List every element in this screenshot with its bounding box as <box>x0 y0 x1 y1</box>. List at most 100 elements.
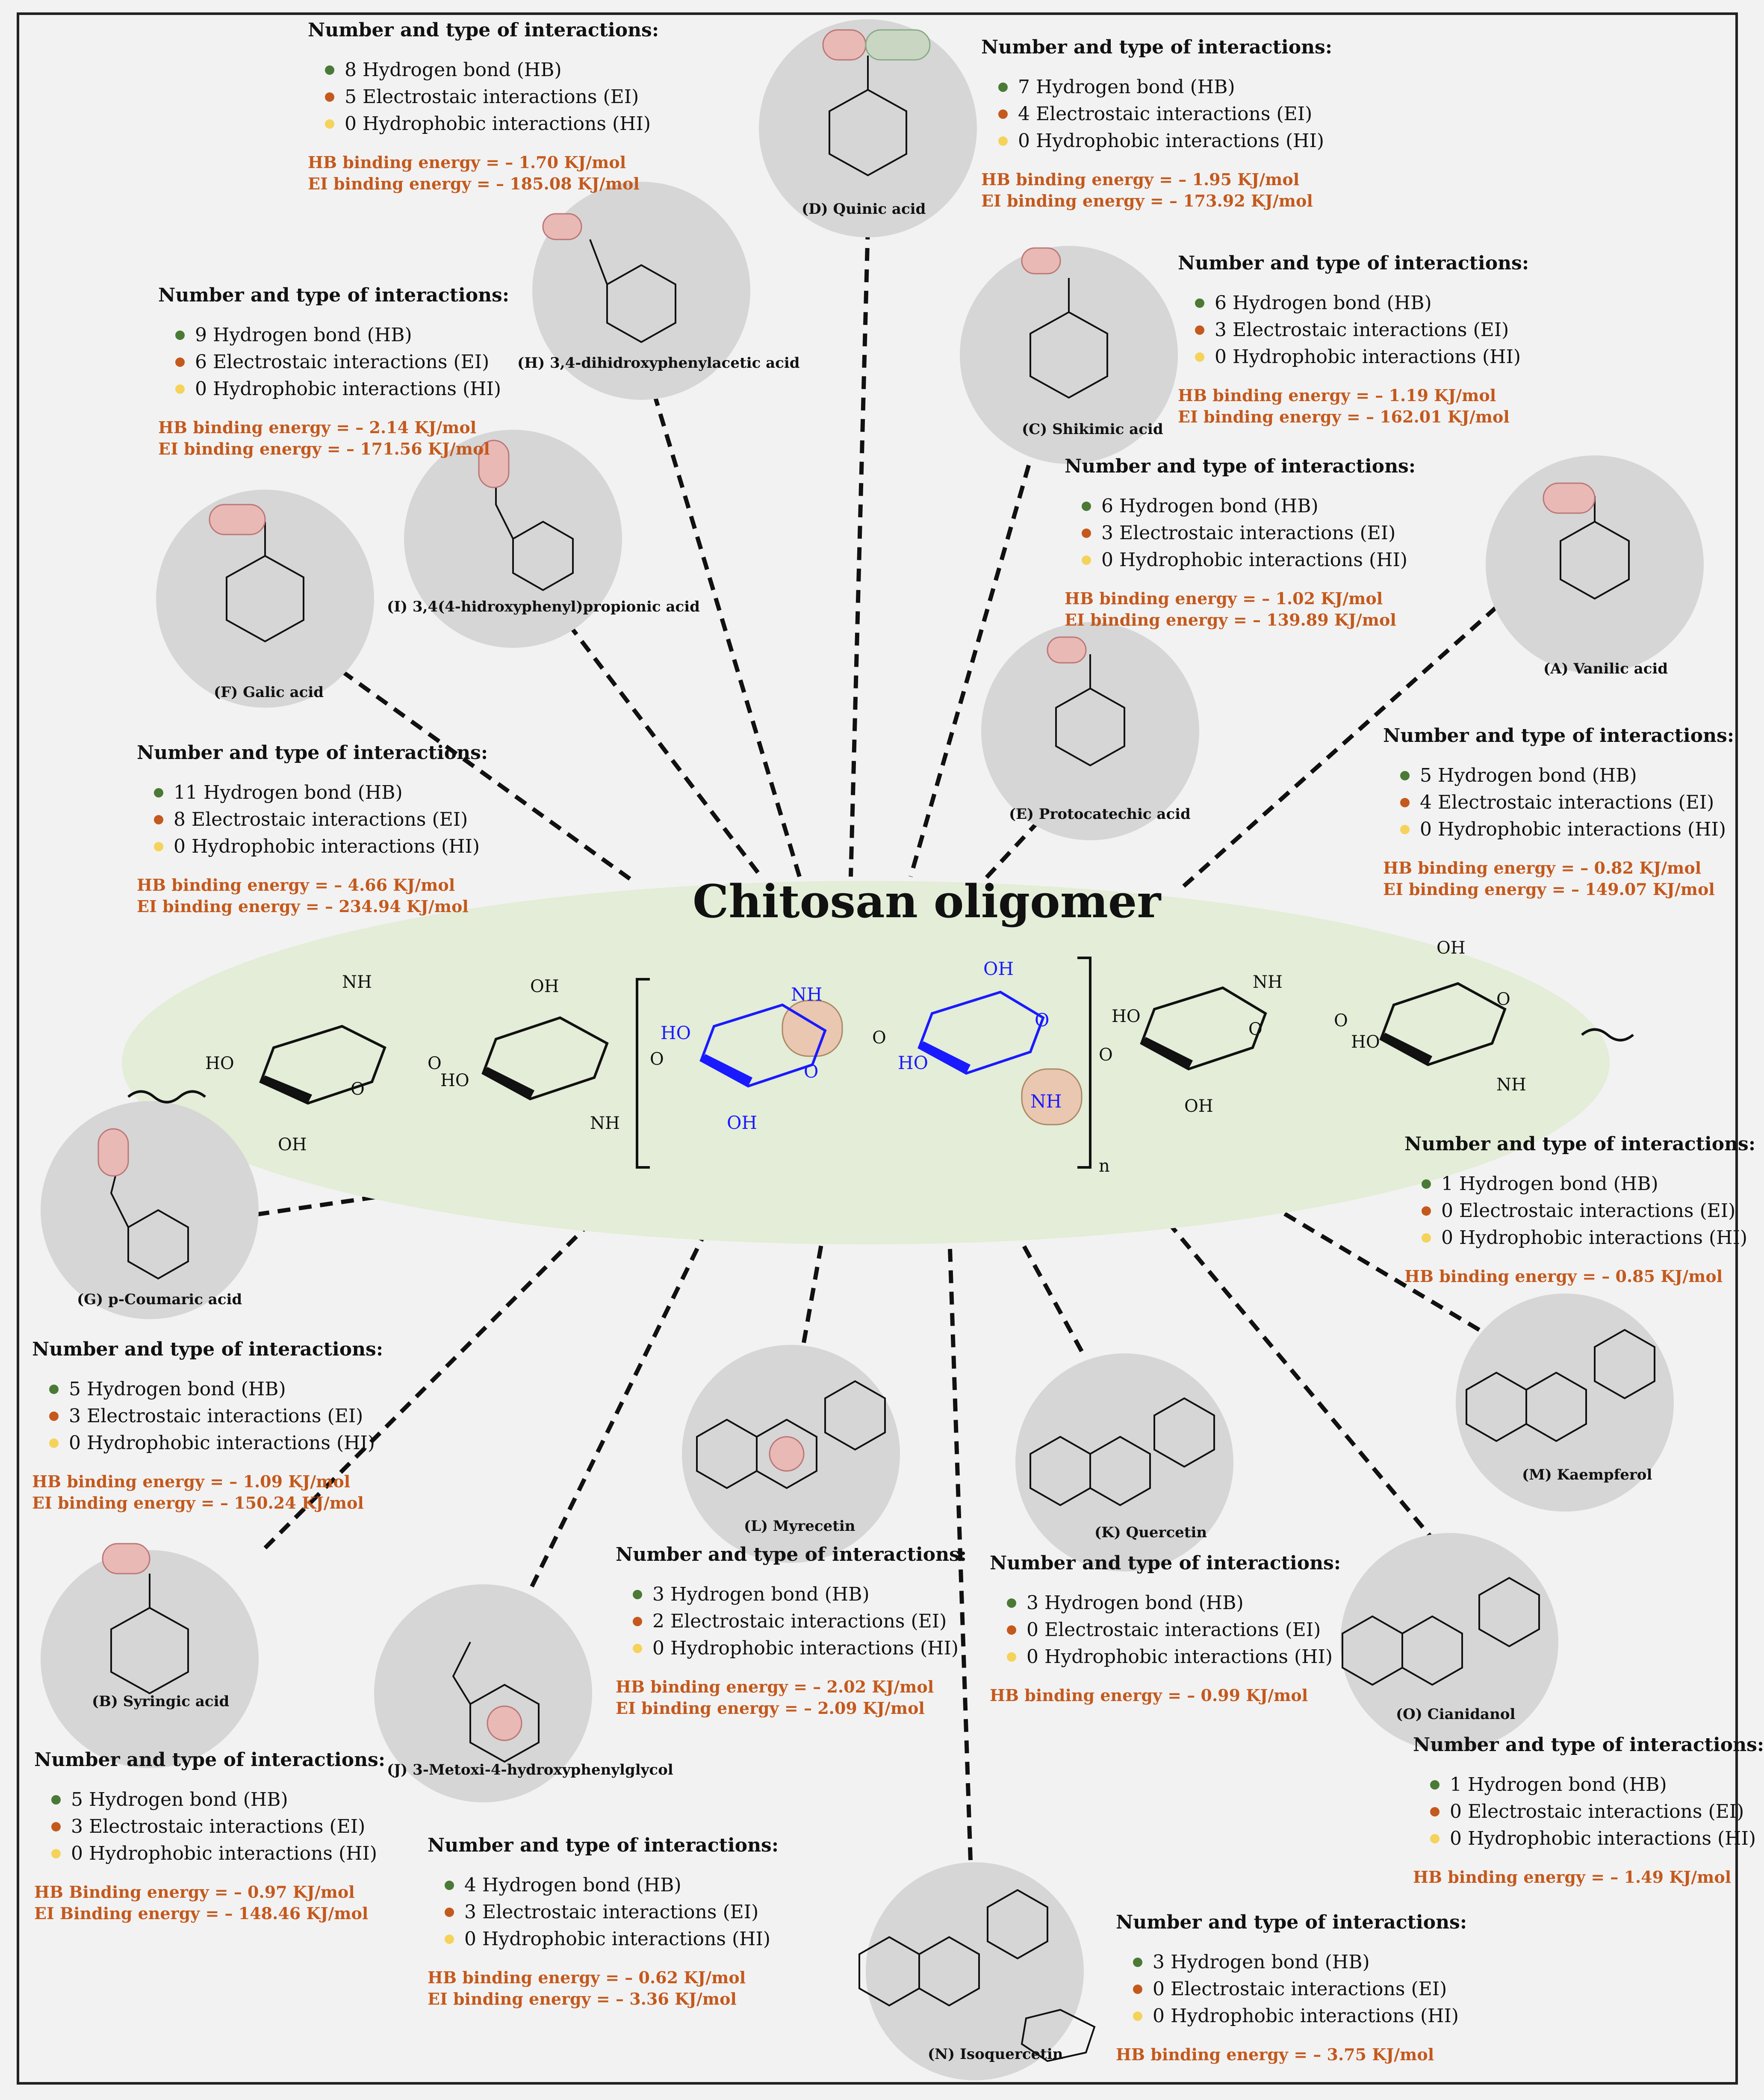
hb-energy: HB binding energy = – 2.14 KJ/mol <box>158 418 477 437</box>
chain-end-wave <box>1581 1028 1634 1042</box>
chitosan-atom-labels: HO NH O O OH OH HO O NH HO NH O OH O OH … <box>205 938 1526 1176</box>
hi-dot-icon <box>1082 555 1091 565</box>
ei-row: 0 Electrostaic interactions (EI) <box>1430 1801 1764 1822</box>
hb-count: 5 Hydrogen bond (HB) <box>69 1378 286 1400</box>
hb-row: 3 Hydrogen bond (HB) <box>1133 1951 1467 1973</box>
molecule-skeletons <box>110 56 1655 2062</box>
hi-count: 0 Hydrophobic interactions (HI) <box>1153 2005 1459 2027</box>
atom-label: HO <box>205 1054 234 1073</box>
ei-dot-icon <box>1133 1984 1142 1994</box>
connector-line <box>947 1223 973 1861</box>
label-G: (G) p-Coumaric acid <box>77 1291 242 1308</box>
ei-highlight <box>97 1128 129 1177</box>
connector-line <box>909 444 1037 877</box>
ei-count: 0 Electrostaic interactions (EI) <box>1153 1978 1447 2000</box>
atom-label: O <box>1496 989 1510 1009</box>
wedge-bond <box>701 1054 752 1086</box>
hb-count: 1 Hydrogen bond (HB) <box>1441 1173 1658 1195</box>
ei-count: 2 Electrostaic interactions (EI) <box>652 1610 947 1632</box>
ei-row: 0 Electrostaic interactions (EI) <box>1422 1200 1755 1222</box>
hb-row: 5 Hydrogen bond (HB) <box>51 1789 385 1811</box>
hi-row: 0 Hydrophobic interactions (HI) <box>325 113 659 135</box>
ei-energy: EI binding energy = – 2.09 KJ/mol <box>616 1698 925 1718</box>
ei-energy: EI binding energy = – 162.01 KJ/mol <box>1178 407 1510 426</box>
atom-label: HO <box>1351 1032 1380 1052</box>
hb-energy: HB binding energy = – 1.19 KJ/mol <box>1178 386 1496 405</box>
atom-label: OH <box>1437 938 1466 958</box>
circle-F <box>156 490 374 708</box>
hb-energy: HB Binding energy = – 0.97 KJ/mol <box>34 1882 355 1902</box>
ei-highlight <box>478 440 510 488</box>
panel-title: Number and type of interactions: <box>1065 455 1416 477</box>
ei-count: 3 Electrostaic interactions (EI) <box>1101 522 1396 544</box>
label-B: (B) Syringic acid <box>92 1693 229 1710</box>
ei-row: 0 Electrostaic interactions (EI) <box>1133 1978 1467 2000</box>
hb-energy: HB binding energy = – 1.49 KJ/mol <box>1413 1867 1732 1887</box>
ei-count: 5 Electrostaic interactions (EI) <box>345 86 639 108</box>
hb-energy: HB binding energy = – 0.85 KJ/mol <box>1404 1267 1723 1286</box>
atom-label: O <box>1035 1010 1049 1031</box>
label-K: (K) Quercetin <box>1094 1524 1207 1541</box>
hb-row: 3 Hydrogen bond (HB) <box>1007 1592 1341 1614</box>
atom-label: OH <box>727 1112 757 1133</box>
hb-dot-icon <box>1082 501 1091 511</box>
ei-row: 6 Electrostaic interactions (EI) <box>175 351 509 373</box>
hi-dot-icon <box>1430 1834 1440 1843</box>
hb-energy: HB binding energy = – 1.70 KJ/mol <box>308 153 626 172</box>
atom-label: NH <box>1496 1075 1526 1095</box>
hb-energy: HB binding energy = – 1.02 KJ/mol <box>1065 589 1383 608</box>
atom-label: OH <box>278 1135 307 1155</box>
wedge-bond <box>1381 1033 1432 1065</box>
ei-count: 6 Electrostaic interactions (EI) <box>195 351 490 373</box>
hb-count: 6 Hydrogen bond (HB) <box>1101 495 1319 517</box>
ei-count: 8 Electrostaic interactions (EI) <box>174 809 468 830</box>
hi-dot-icon <box>325 119 334 129</box>
hi-row: 0 Hydrophobic interactions (HI) <box>51 1843 385 1864</box>
panel-O: Number and type of interactions: 1 Hydro… <box>1413 1734 1764 1888</box>
hb-count: 5 Hydrogen bond (HB) <box>71 1789 288 1811</box>
circle-J <box>374 1584 592 1802</box>
hb-count: 3 Hydrogen bond (HB) <box>1153 1951 1370 1973</box>
hi-row: 0 Hydrophobic interactions (HI) <box>154 836 488 857</box>
hi-dot-icon <box>1007 1652 1016 1662</box>
panel-M: Number and type of interactions: 1 Hydro… <box>1404 1133 1755 1287</box>
hi-count: 0 Hydrophobic interactions (HI) <box>464 1928 771 1950</box>
ei-row: 3 Electrostaic interactions (EI) <box>1082 522 1416 544</box>
atom-label: HO <box>1112 1007 1141 1026</box>
circle-G <box>41 1101 259 1319</box>
panel-H: Number and type of interactions: 9 Hydro… <box>158 284 509 460</box>
ei-energy: EI binding energy = – 3.36 KJ/mol <box>428 1989 737 2008</box>
circle-O <box>1340 1533 1558 1751</box>
hb-dot-icon <box>51 1795 61 1805</box>
hi-count: 0 Hydrophobic interactions (HI) <box>71 1843 378 1864</box>
ei-highlight <box>1021 247 1061 275</box>
panel-title: Number and type of interactions: <box>428 1834 779 1856</box>
hb-highlight <box>865 29 931 61</box>
hb-count: 3 Hydrogen bond (HB) <box>652 1583 870 1605</box>
ring-N2 <box>918 1936 980 2007</box>
hi-dot-icon <box>154 842 163 851</box>
panel-title: Number and type of interactions: <box>137 742 488 764</box>
hi-dot-icon <box>445 1934 454 1944</box>
label-I: (I) 3,4(4-hidroxyphenyl)propionic acid <box>387 598 700 615</box>
hi-row: 0 Hydrophobic interactions (HI) <box>633 1637 967 1659</box>
connector-line <box>1153 1204 1438 1545</box>
panel-title: Number and type of interactions: <box>990 1552 1341 1574</box>
hb-dot-icon <box>325 65 334 75</box>
label-E: (E) Protocatechic acid <box>1009 806 1191 823</box>
atom-label: NH <box>590 1114 620 1133</box>
connector-line <box>263 1204 609 1550</box>
ei-dot-icon <box>49 1411 59 1421</box>
ring-O2 <box>1401 1615 1463 1686</box>
ei-dot-icon <box>1195 325 1204 335</box>
ei-dot-icon <box>51 1822 61 1831</box>
figure-frame <box>17 12 1738 2085</box>
hi-dot-icon <box>1133 2011 1142 2021</box>
atom-label: O <box>428 1054 442 1073</box>
circle-B <box>41 1550 259 1768</box>
atom-label: OH <box>1184 1096 1213 1116</box>
atom-label: HO <box>661 1022 691 1043</box>
ei-dot-icon <box>175 357 185 367</box>
ei-energy: EI binding energy = – 139.89 KJ/mol <box>1065 610 1396 629</box>
